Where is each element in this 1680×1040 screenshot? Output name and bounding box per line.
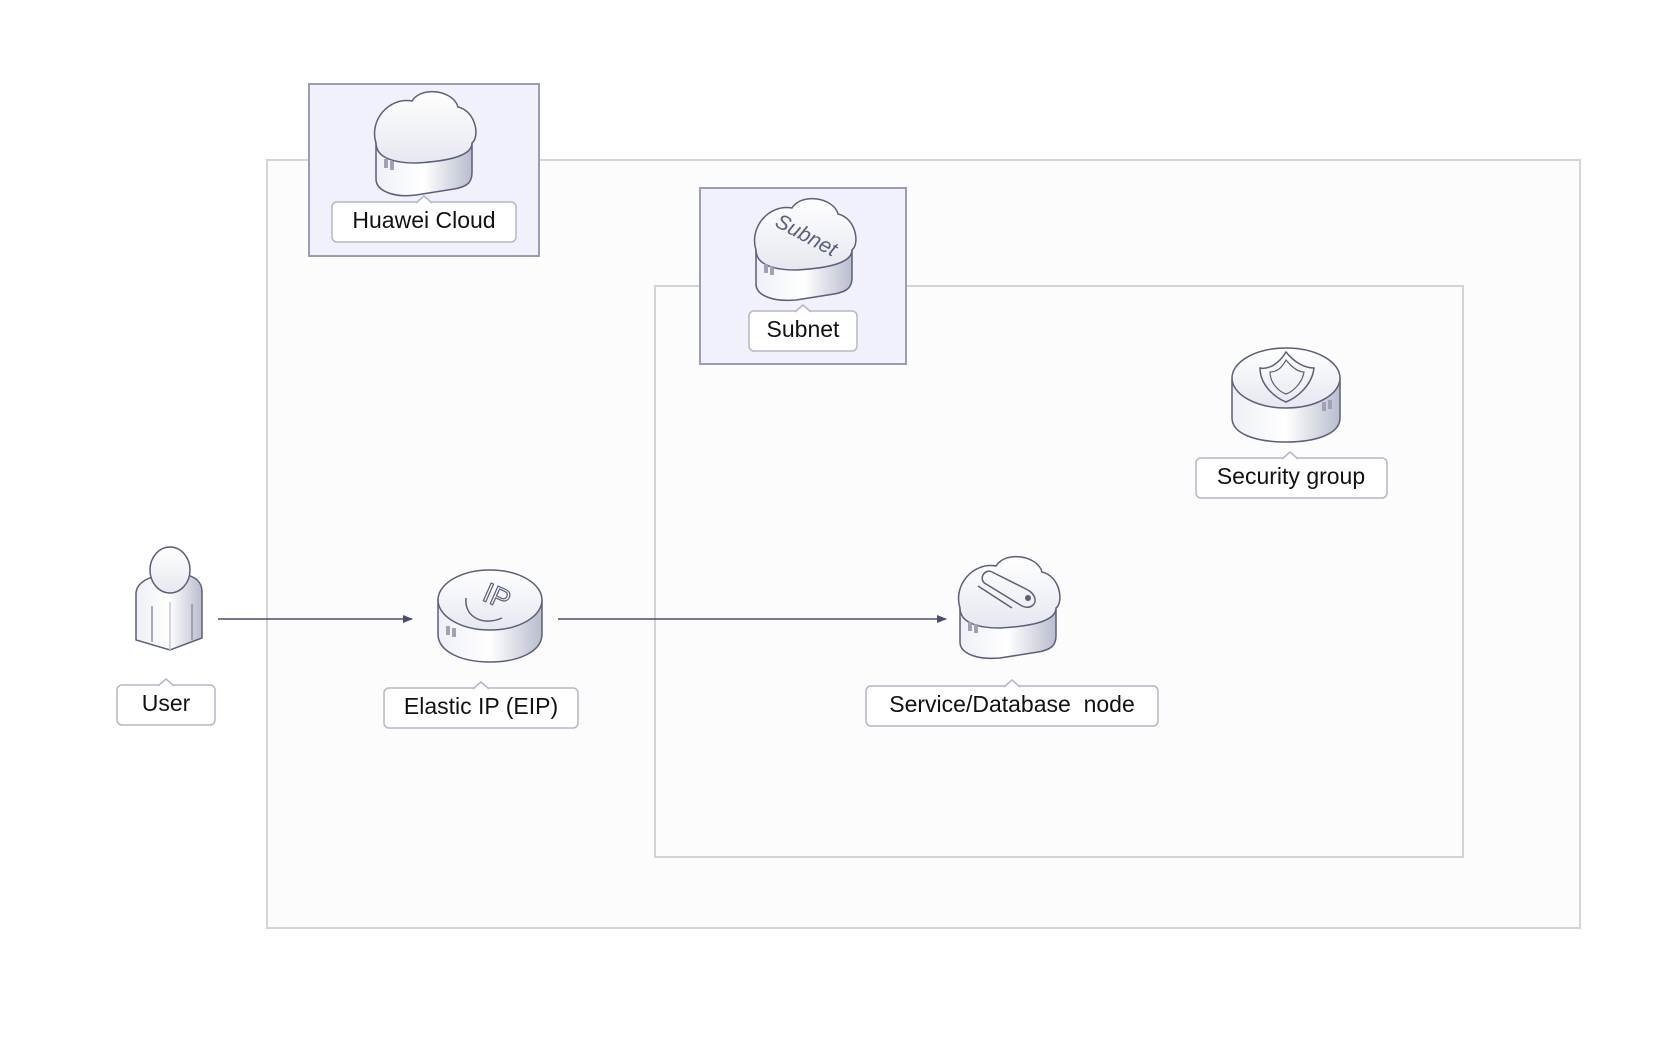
user-icon — [135, 546, 203, 651]
security-group-label: Security group — [1217, 463, 1365, 489]
cloud-icon — [373, 90, 477, 197]
user-label: User — [142, 690, 191, 716]
elastic-ip-icon: IP — [437, 569, 543, 663]
subnet-cloud-icon: Subnet — [753, 197, 857, 302]
eip-node: IP Elastic IP (EIP) — [383, 569, 579, 729]
shield-icon — [1231, 347, 1341, 443]
eip-label: Elastic IP (EIP) — [404, 693, 558, 719]
huawei-cloud-label: Huawei Cloud — [352, 207, 495, 233]
subnet-badge: Subnet Subnet — [699, 187, 907, 365]
service-database-label: Service/Database node — [889, 691, 1135, 717]
security-group-node: Security group — [1195, 347, 1388, 499]
subnet-label: Subnet — [767, 316, 841, 342]
service-node-icon — [957, 555, 1061, 660]
subnet-region — [654, 285, 1464, 858]
service-database-node: Service/Database node — [865, 555, 1159, 727]
huawei-cloud-badge: Huawei Cloud — [308, 83, 540, 257]
user-node: User — [116, 546, 216, 726]
